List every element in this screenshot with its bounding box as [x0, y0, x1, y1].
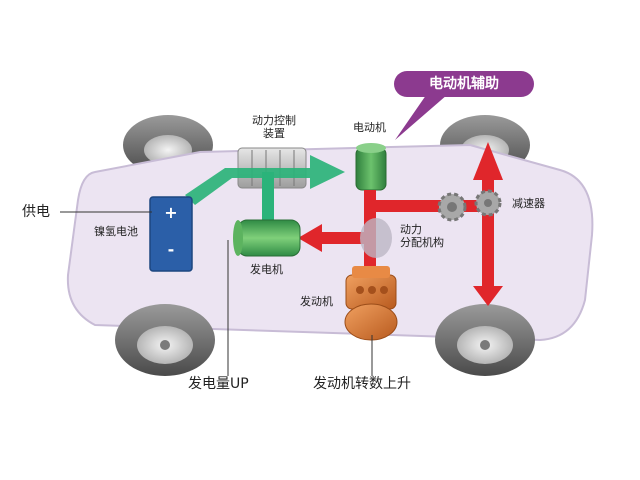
generation-up-label: 发电量UP — [188, 376, 249, 392]
engine-rpm-up-label: 发动机转数上升 — [313, 376, 411, 392]
battery-label: 镍氢电池 — [94, 225, 138, 238]
generator-label: 发电机 — [250, 263, 283, 276]
green-flow-arrow — [185, 155, 345, 205]
battery-plus-sign: + — [164, 203, 178, 222]
power-control-label-line2: 装置 — [263, 126, 285, 140]
red-flow-shaft — [364, 200, 488, 212]
power-supply-label: 供电 — [22, 204, 50, 220]
engine-label: 发动机 — [300, 295, 333, 308]
motor-icon — [355, 143, 387, 191]
battery-icon — [149, 196, 193, 272]
power-split-label-line1: 动力 — [400, 223, 422, 236]
power-control-label-line1: 动力控制 — [252, 114, 296, 127]
wheel-icon — [435, 304, 535, 376]
red-flow-arrow — [473, 286, 503, 306]
power-control-label: 动力控制 装置 — [242, 114, 306, 140]
callout-bubble — [394, 71, 534, 140]
gear-icon — [437, 192, 467, 222]
callout-label: 电动机辅助 — [429, 76, 499, 92]
engine-icon — [344, 266, 398, 341]
green-flow-link — [262, 172, 274, 220]
wheel-icon — [115, 304, 215, 376]
generator-icon — [233, 219, 301, 257]
power-split-device — [360, 218, 392, 258]
power-split-label-line2: 分配机构 — [400, 235, 444, 249]
red-flow-arrow — [298, 224, 364, 252]
red-flow-arrow — [473, 142, 503, 180]
reducer-label: 减速器 — [512, 197, 545, 210]
gear-icon — [474, 189, 502, 217]
power-split-label: 动力 分配机构 — [400, 223, 444, 249]
battery-minus-sign: - — [167, 240, 175, 259]
motor-label: 电动机 — [353, 121, 386, 134]
